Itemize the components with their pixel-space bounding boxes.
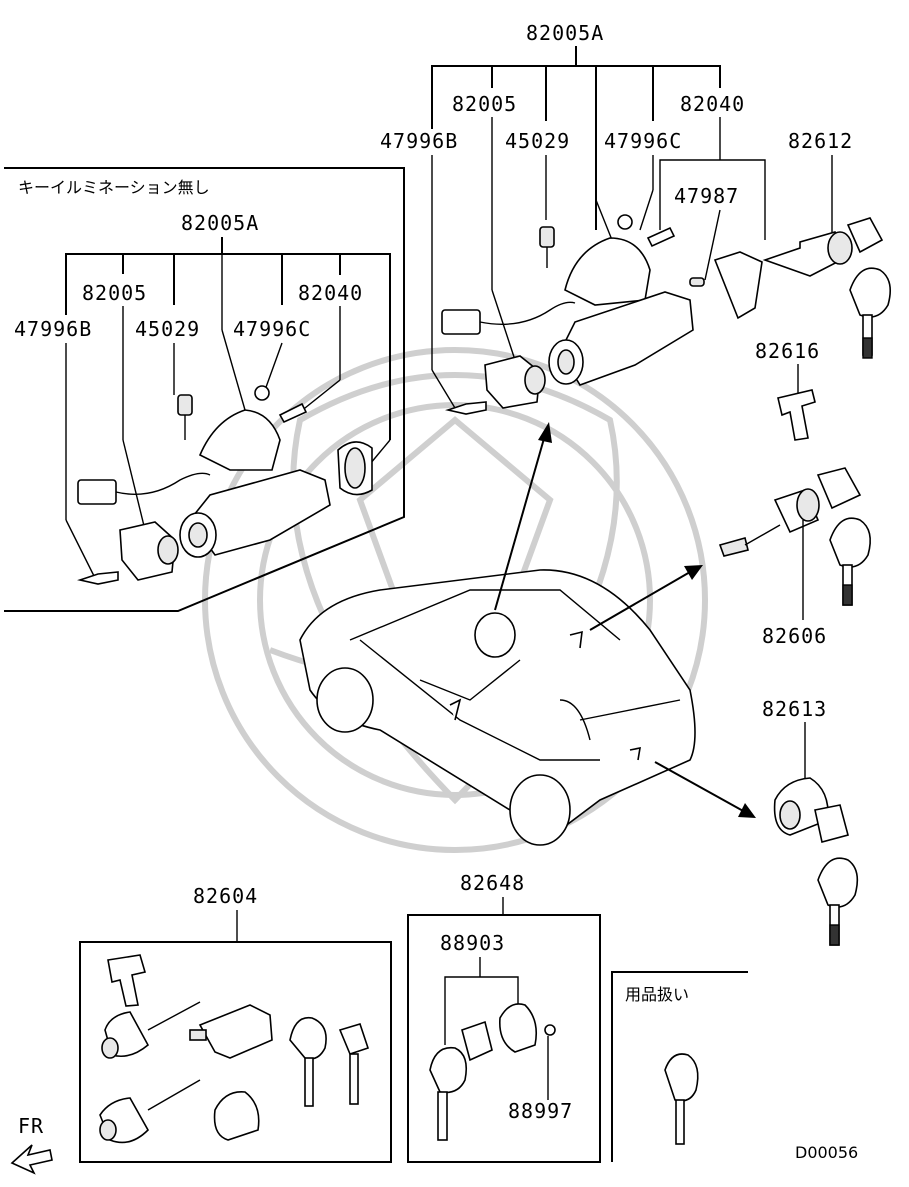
inset-ignition-switch-drawing: [77, 385, 373, 585]
label-key-set: 82648: [460, 871, 525, 895]
clip-group: 82616: [755, 339, 820, 441]
main-assembly-callouts: 82005A 82005 82040 47996B 45029 47996C 4…: [380, 21, 766, 409]
main-label-screw: 45029: [505, 129, 570, 153]
main-label-cylinder: 82005: [452, 92, 517, 116]
main-label-cover: 82040: [680, 92, 745, 116]
main-label-bolt-c: 47996C: [604, 129, 682, 153]
inset-label-bolt-c: 47996C: [233, 317, 311, 341]
main-label-ring: 47987: [674, 184, 739, 208]
key-set-panel: 82648 88903 88997: [407, 871, 601, 1163]
door-cylinder-group: 82606: [718, 467, 871, 648]
inset-label-bolt-b: 47996B: [14, 317, 92, 341]
accessory-note: 用品扱い: [625, 985, 689, 1004]
lock-set-panel: 82604: [79, 884, 392, 1163]
tailgate-lock-group: 82613: [762, 697, 859, 946]
diagram-code: D00056: [795, 1143, 858, 1162]
inset-panel: キーイルミネーション無し 82005A 82005 82040 47996B 4…: [4, 167, 405, 612]
label-door-lock: 82612: [788, 129, 853, 153]
door-lock-group: 82612: [762, 129, 891, 359]
inset-label-cylinder: 82005: [82, 281, 147, 305]
label-lock-set: 82604: [193, 884, 258, 908]
inset-note: キーイルミネーション無し: [18, 178, 210, 197]
front-label: FR: [18, 1114, 44, 1138]
inset-label-screw: 45029: [135, 317, 200, 341]
vehicle-drawing: [299, 569, 696, 846]
label-tailgate-lock: 82613: [762, 697, 827, 721]
label-transmitter: 88903: [440, 931, 505, 955]
pointer-arrows: [494, 422, 756, 818]
main-label-assembly: 82005A: [526, 21, 604, 45]
inset-label-cover: 82040: [298, 281, 363, 305]
accessory-panel: 用品扱い: [611, 971, 748, 1162]
label-battery: 88997: [508, 1099, 573, 1123]
main-label-bolt-b: 47996B: [380, 129, 458, 153]
front-direction-indicator: FR: [10, 1114, 53, 1175]
label-clip: 82616: [755, 339, 820, 363]
main-ignition-switch-drawing: [441, 214, 763, 415]
label-door-cylinder: 82606: [762, 624, 827, 648]
inset-label-assembly: 82005A: [181, 211, 259, 235]
